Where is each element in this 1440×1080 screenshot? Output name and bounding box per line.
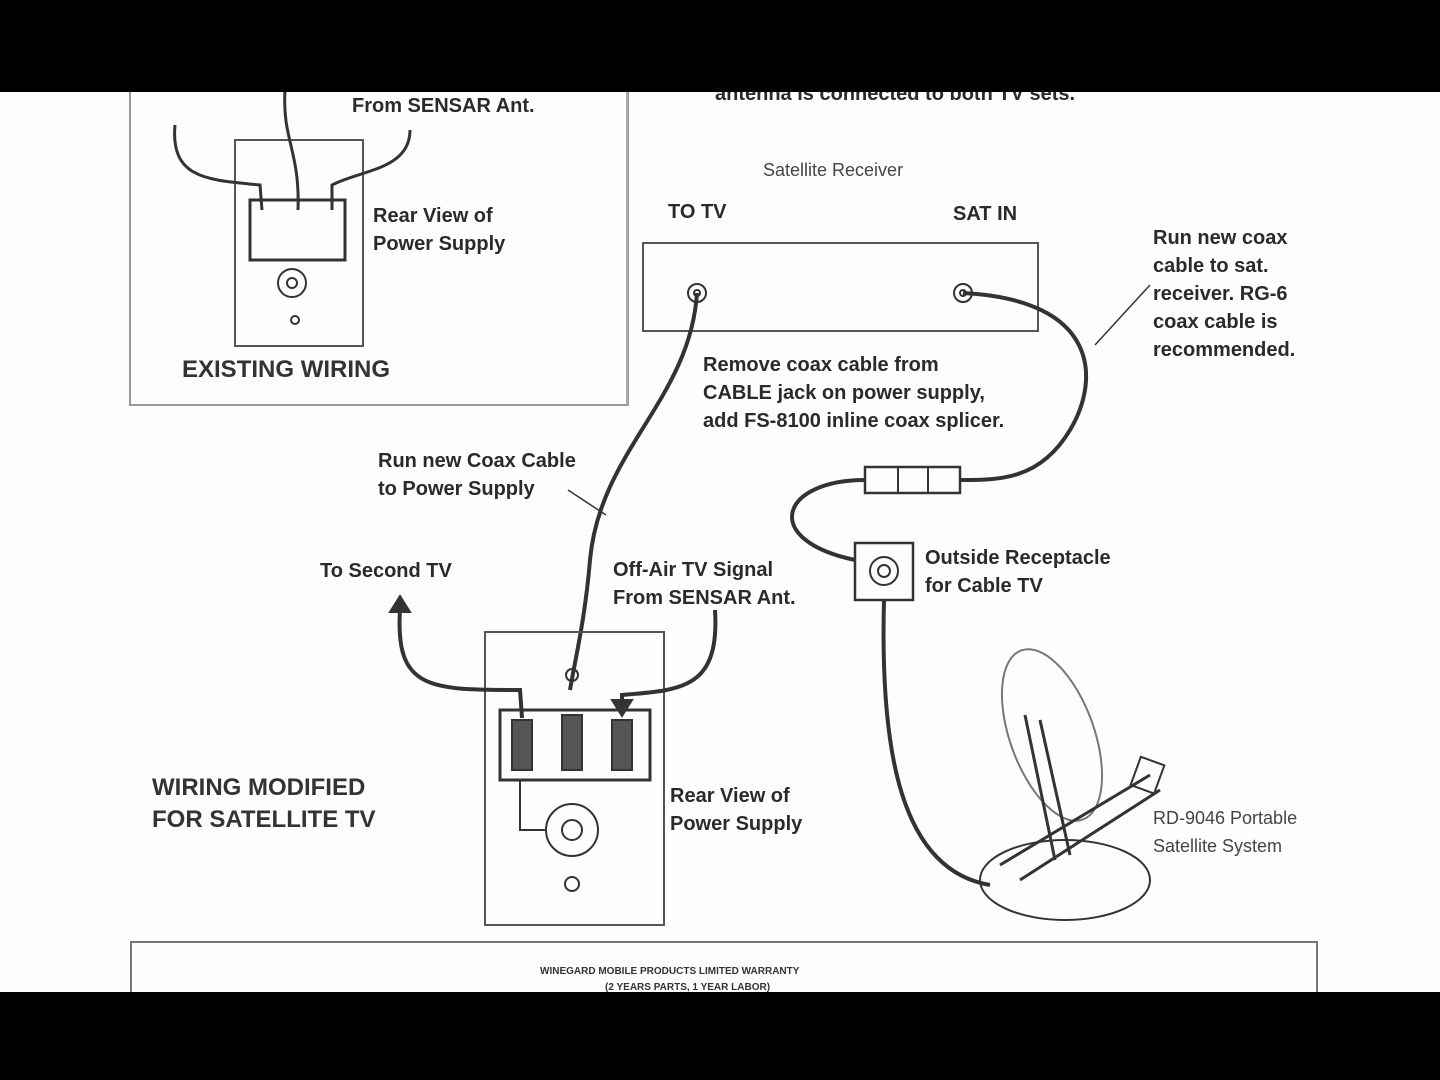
wiring-diagram-page: To Second TV From SENSAR Ant. Rear View … [0,92,1440,992]
top-note: antenna is connected to both TV sets. [715,92,1076,105]
run-new-coax-receiver-note: Run new coax cable to sat. receiver. RG-… [1153,224,1295,364]
run-new-coax-power-note: Run new Coax Cable to Power Supply [378,447,576,503]
outside-receptacle [853,541,915,602]
title-line: WIRING MODIFIED [152,774,366,801]
satellite-receiver-title: Satellite Receiver [763,160,904,180]
sat-in-label: SAT IN [953,203,1018,225]
note-line: RD-9046 Portable [1153,808,1298,828]
note-line: Run new coax [1153,227,1288,249]
note-line: CABLE jack on power supply, [703,382,985,404]
note-line: coax cable is [1153,311,1278,333]
note-line: Run new Coax Cable [378,450,576,472]
warranty-subtitle: (2 YEARS PARTS, 1 YEAR LABOR) [605,982,771,992]
to-second-tv-label: To Second TV [320,560,452,582]
note-line: Rear View of [670,785,790,807]
note-line: Power Supply [670,813,803,835]
note-line: Remove coax cable from [703,354,939,376]
rear-view-label: Rear View of Power Supply [670,782,802,838]
modified-power-supply [484,631,665,926]
wiring-modified-title: WIRING MODIFIED FOR SATELLITE TV [152,772,376,836]
existing-to-second-tv-label: To Second TV [137,92,269,100]
note-line: cable to sat. [1153,255,1269,277]
to-tv-label: TO TV [668,201,727,223]
note-line: Outside Receptacle [925,547,1111,569]
satellite-receiver-box [642,242,1039,332]
portable-satellite-system [979,648,1166,921]
title-line: FOR SATELLITE TV [152,806,376,833]
existing-from-sensar-label: From SENSAR Ant. [352,95,535,117]
off-air-signal-note: Off-Air TV Signal From SENSAR Ant. [613,556,796,612]
note-line: to Power Supply [378,478,535,500]
existing-rear-view-label: Rear View of Power Supply [373,205,506,255]
warranty-box [130,941,1318,992]
note-line: Off-Air TV Signal [613,559,773,581]
existing-wiring-title: EXISTING WIRING [182,356,391,383]
note-line: receiver. RG-6 [1153,283,1288,305]
remove-coax-note: Remove coax cable from CABLE jack on pow… [703,351,1004,435]
warranty-title: WINEGARD MOBILE PRODUCTS LIMITED WARRANT… [540,966,800,977]
inline-coax-splicer [863,465,962,495]
existing-power-supply [234,139,364,347]
note-line: add FS-8100 inline coax splicer. [703,410,1005,432]
diagram-drawing [129,92,1318,992]
outside-receptacle-note: Outside Receptacle for Cable TV [925,544,1111,600]
portable-system-label: RD-9046 Portable Satellite System [1153,804,1297,860]
note-line: Satellite System [1153,836,1283,856]
note-line: for Cable TV [925,575,1043,597]
note-line: From SENSAR Ant. [613,587,796,609]
note-line: recommended. [1153,339,1296,361]
